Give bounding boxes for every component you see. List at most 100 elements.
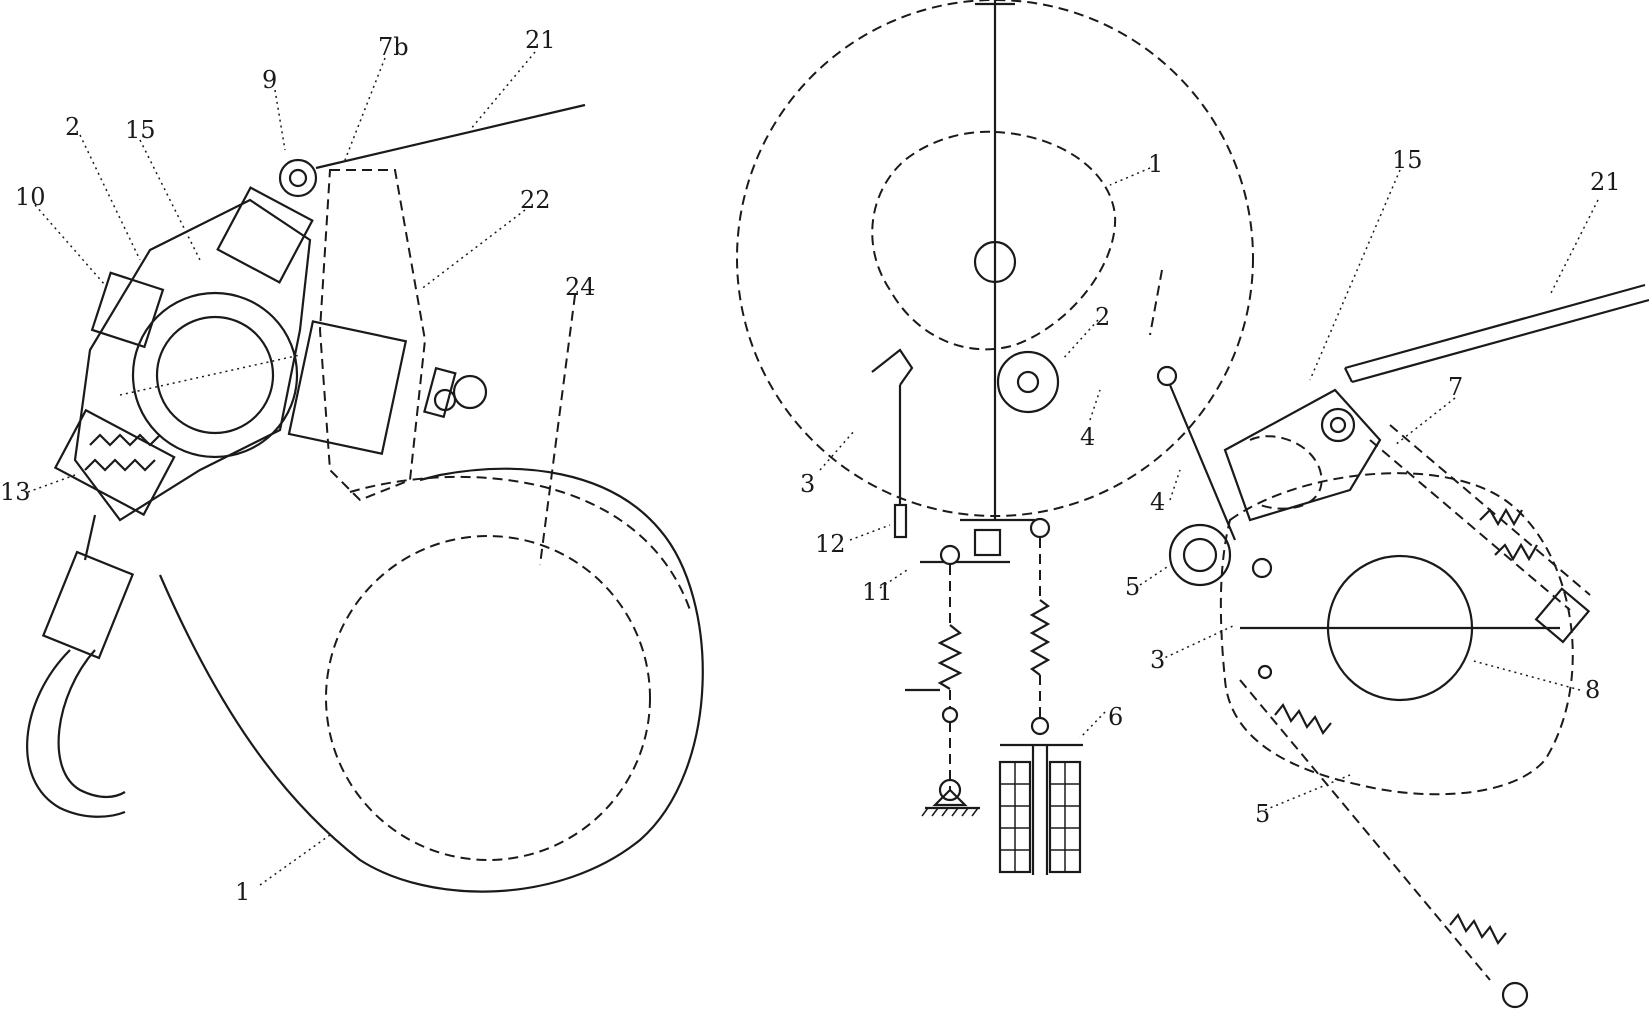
adjuster-nut <box>423 366 488 419</box>
hook-inner-circle <box>325 535 651 861</box>
label-1: 1 <box>235 878 250 906</box>
lever-body <box>318 169 427 502</box>
wheel-arc-mark <box>1149 269 1163 336</box>
label-13: 13 <box>0 478 31 506</box>
label-r4: 4 <box>1080 423 1095 451</box>
idler-roller-inner <box>1182 537 1218 573</box>
hook-arm-outline <box>158 467 704 893</box>
pull-rod-joint <box>1344 367 1353 383</box>
leader-r6 <box>1079 711 1106 739</box>
spring-5-top-eye <box>1029 517 1051 539</box>
lower-spring-rod <box>1239 679 1491 981</box>
left-view: 9 7b 21 2 15 10 22 24 13 1 <box>0 26 704 906</box>
leader-r1 <box>1109 167 1151 186</box>
wheel-hub <box>973 240 1017 284</box>
clamp-block-left <box>90 271 165 349</box>
upper-lever <box>1223 388 1382 522</box>
lever-12-handle <box>871 348 914 386</box>
actuator-end-block <box>1534 587 1591 644</box>
leader-r8 <box>1469 659 1581 691</box>
label-r5b: 5 <box>1255 800 1270 828</box>
upper-lever-pivot <box>1320 407 1356 443</box>
label-7b: 7b <box>378 33 409 61</box>
leader-2 <box>79 134 141 261</box>
right-view: 1 2 3 4 12 11 6 15 21 7 5 8 4 3 5 <box>736 0 1649 1009</box>
cylinder-housing <box>1249 435 1323 510</box>
housing-body <box>73 198 312 522</box>
pull-rod <box>315 103 586 170</box>
label-r21: 21 <box>1590 168 1621 196</box>
label-21: 21 <box>525 26 556 54</box>
leader-r12 <box>849 524 891 541</box>
label-22: 22 <box>520 186 551 214</box>
label-r2: 2 <box>1095 303 1110 331</box>
label-r12: 12 <box>815 530 846 558</box>
leader-r7 <box>1394 397 1456 446</box>
leader-r2 <box>1061 319 1099 361</box>
leader-1 <box>259 834 331 886</box>
link-rod <box>1168 384 1237 541</box>
pull-rod-right <box>1344 283 1649 384</box>
leader-r21 <box>1549 199 1599 296</box>
label-24: 24 <box>565 273 596 301</box>
leader-r5b <box>1264 774 1351 811</box>
leader-r15 <box>1309 169 1401 381</box>
label-10: 10 <box>15 183 46 211</box>
spring-5-coil <box>1029 599 1051 676</box>
cam-profile <box>871 130 1117 351</box>
label-r6: 6 <box>1108 703 1123 731</box>
leader-r11 <box>879 567 911 589</box>
link-pivot <box>1156 365 1178 387</box>
spring-6-coil <box>937 624 963 690</box>
leader-24 <box>539 294 576 566</box>
housing-ring <box>131 291 299 459</box>
label-r4b: 4 <box>1150 488 1165 516</box>
ground-anchor <box>921 778 980 817</box>
hook-outer-contour <box>349 475 691 611</box>
lower-pivot <box>1257 664 1273 680</box>
lower-spring-coil-upper <box>1274 702 1332 736</box>
label-r15: 15 <box>1392 146 1423 174</box>
cam-roller <box>996 350 1060 414</box>
clamp-block-lower <box>53 408 176 517</box>
hose-curve-inner <box>57 649 126 799</box>
electromagnet-windings <box>1000 762 1080 872</box>
spring-6-top-eye <box>939 544 961 566</box>
leader-r4 <box>1089 389 1101 421</box>
label-r5: 5 <box>1125 573 1140 601</box>
leader-13 <box>27 474 76 493</box>
spring-5-bottom-eye <box>1030 716 1050 736</box>
leader-r5 <box>1139 564 1171 586</box>
hose-link <box>83 514 97 561</box>
hose-curve <box>26 649 126 818</box>
pivot-eye-top <box>278 158 318 198</box>
housing-bore <box>155 315 275 435</box>
brake-shoe-outline <box>1219 472 1574 796</box>
actuator-spring <box>1479 507 1538 562</box>
label-r3b: 3 <box>1150 646 1165 674</box>
lower-spring-eye <box>1501 981 1529 1009</box>
pivot-eye-top-inner <box>288 168 308 188</box>
leader-15 <box>139 139 201 261</box>
idler-roller <box>1168 523 1232 587</box>
actuator-block <box>287 320 408 456</box>
spring-lower <box>84 433 161 472</box>
leader-r3b <box>1159 624 1236 661</box>
leader-22 <box>419 209 526 291</box>
label-r3: 3 <box>800 470 815 498</box>
lower-spring-coil-lower <box>1449 912 1507 946</box>
leader-r3 <box>819 429 856 471</box>
leader-7b <box>344 57 386 161</box>
label-r8: 8 <box>1585 676 1600 704</box>
leader-9 <box>274 89 286 151</box>
label-2: 2 <box>65 113 80 141</box>
leader-10 <box>34 204 106 286</box>
upper-lever-pivot-inner <box>1329 416 1347 434</box>
label-9: 9 <box>262 66 277 94</box>
label-r1: 1 <box>1148 150 1163 178</box>
mid-pivot <box>1251 557 1273 579</box>
lever-12-stop <box>893 503 908 539</box>
clamp-block-upper <box>216 186 314 284</box>
label-15: 15 <box>125 116 156 144</box>
